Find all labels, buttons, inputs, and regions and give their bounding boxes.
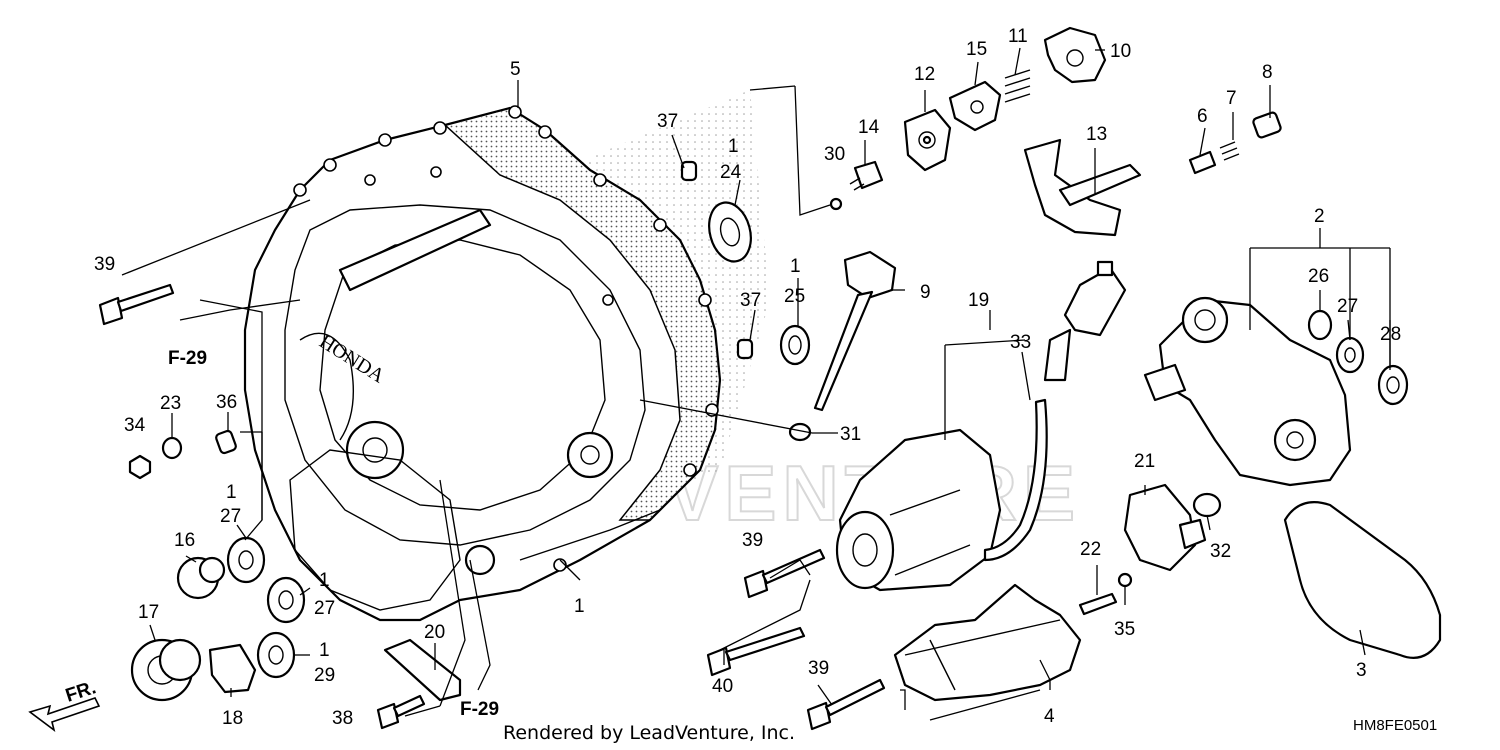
pump-gasket bbox=[1283, 501, 1442, 659]
callout-label: 30 bbox=[824, 144, 845, 165]
left-small-parts bbox=[128, 429, 237, 480]
callout-label: 12 bbox=[914, 64, 935, 85]
callout-label: 4 bbox=[1044, 706, 1055, 727]
callout-label: 1 bbox=[728, 136, 739, 157]
callout-label: 27 bbox=[314, 598, 335, 619]
callout-label: 39 bbox=[94, 254, 115, 275]
callout-label: 1 bbox=[319, 640, 330, 661]
callout-label: 20 bbox=[424, 622, 445, 643]
callout-label: 22 bbox=[1080, 539, 1101, 560]
callout-label: 27 bbox=[220, 506, 241, 527]
callout-label: 19 bbox=[968, 290, 989, 311]
callout-label: 33 bbox=[1010, 332, 1031, 353]
bolts bbox=[98, 283, 886, 731]
callout-label: 34 bbox=[124, 415, 146, 436]
callout-label: 17 bbox=[138, 602, 159, 623]
callout-label: 21 bbox=[1134, 451, 1155, 472]
leader-lines bbox=[121, 47, 1391, 721]
shift-parts bbox=[829, 26, 1142, 237]
callout-label: 32 bbox=[1210, 541, 1231, 562]
water-pump bbox=[1143, 296, 1409, 487]
callout-label: 28 bbox=[1380, 324, 1401, 345]
callout-label: 36 bbox=[216, 392, 237, 413]
callout-label: 23 bbox=[160, 393, 181, 414]
callout-label: 10 bbox=[1110, 41, 1131, 62]
callout-label: 16 bbox=[174, 530, 195, 551]
callout-label: 24 bbox=[720, 162, 742, 183]
ref-label-f29-bottom: F-29 bbox=[460, 699, 499, 720]
footer-credit: Rendered by LeadVenture, Inc. bbox=[503, 722, 795, 744]
callout-label: 5 bbox=[510, 59, 521, 80]
callout-label: 29 bbox=[314, 665, 335, 686]
callout-label: 11 bbox=[1008, 26, 1028, 47]
callout-numbers: 5 37 1 24 30 14 12 15 11 10 13 6 7 8 2 2… bbox=[94, 26, 1401, 729]
callout-label: 1 bbox=[574, 596, 585, 617]
callout-label: 6 bbox=[1197, 106, 1208, 127]
callout-label: 31 bbox=[840, 424, 861, 445]
diagram-code: HM8FE0501 bbox=[1353, 717, 1437, 734]
callout-label: 1 bbox=[226, 482, 237, 503]
starter-motor bbox=[835, 260, 1127, 592]
callout-label: 37 bbox=[740, 290, 761, 311]
callout-label: 15 bbox=[966, 39, 987, 60]
callout-label: 27 bbox=[1337, 296, 1358, 317]
callout-label: 39 bbox=[742, 530, 763, 551]
detent-parts bbox=[1188, 111, 1282, 175]
callout-label: 13 bbox=[1086, 124, 1107, 145]
callout-label: 2 bbox=[1314, 206, 1325, 227]
callout-label: 8 bbox=[1262, 62, 1273, 83]
callout-label: 26 bbox=[1308, 266, 1329, 287]
front-direction-arrow: FR. bbox=[28, 677, 101, 732]
callout-label: 7 bbox=[1226, 88, 1237, 109]
callout-label: 40 bbox=[712, 676, 733, 697]
callout-label: 38 bbox=[332, 708, 353, 729]
bearings-upper bbox=[680, 160, 811, 366]
callout-label: 18 bbox=[222, 708, 243, 729]
callout-label: 35 bbox=[1114, 619, 1135, 640]
crankcase-cover: HONDA bbox=[243, 90, 770, 622]
callout-label: 39 bbox=[808, 658, 829, 679]
callout-label: 9 bbox=[920, 282, 931, 303]
guard-bracket bbox=[893, 583, 1082, 702]
callout-label: 14 bbox=[858, 117, 880, 138]
speed-sensor bbox=[1078, 483, 1222, 616]
callout-label: 1 bbox=[790, 256, 801, 277]
callout-label: 25 bbox=[784, 286, 805, 307]
ref-label-f29-left: F-29 bbox=[168, 348, 207, 369]
callout-label: 3 bbox=[1356, 660, 1367, 681]
gear-train bbox=[130, 536, 462, 702]
callout-label: 1 bbox=[319, 570, 330, 591]
callout-label: 37 bbox=[657, 111, 678, 132]
